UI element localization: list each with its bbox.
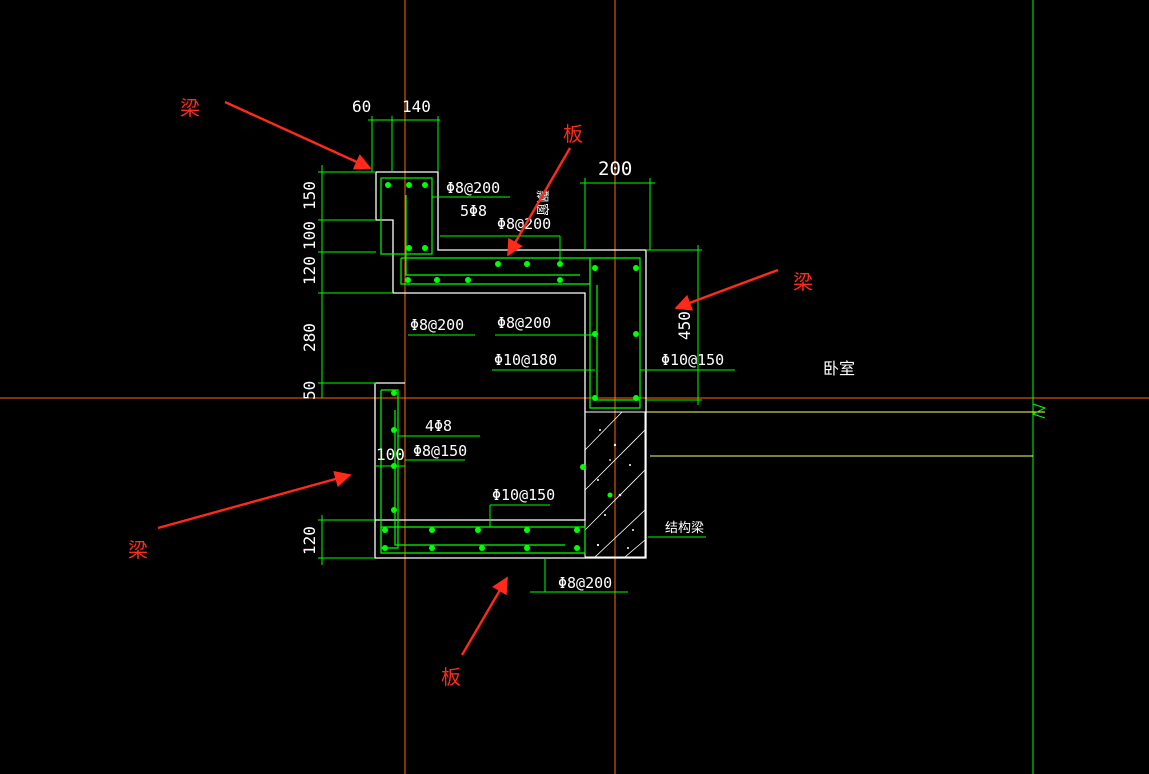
dim-right-450: 450 bbox=[675, 311, 694, 340]
stirrup-bottom-slab bbox=[380, 526, 586, 554]
dim-left-100: 100 bbox=[300, 221, 319, 250]
dim-left-50: 50 bbox=[300, 381, 319, 400]
rebar-label-phi10-180: Φ10@180 bbox=[494, 351, 557, 369]
rebar-lines bbox=[380, 177, 641, 554]
bar-top-bend bbox=[405, 195, 580, 276]
label-bay-window: 飘窗 bbox=[534, 190, 550, 216]
bar-bottom-bend bbox=[394, 410, 565, 546]
annotation-slab-bottom: 板 bbox=[441, 665, 461, 689]
concrete-hatch bbox=[584, 411, 646, 558]
arrow-slab-top bbox=[506, 147, 572, 257]
annotation-beam-right: 梁 bbox=[793, 270, 813, 294]
rebar-label-phi8-150: Φ8@150 bbox=[413, 442, 467, 460]
break-symbol bbox=[1031, 403, 1047, 419]
dim-left-120: 120 bbox=[300, 256, 319, 285]
dim-left-280: 280 bbox=[300, 323, 319, 352]
dim-top-140: 140 bbox=[402, 97, 431, 116]
dim-top-200: 200 bbox=[598, 158, 632, 180]
arrow-slab-bottom bbox=[460, 576, 509, 656]
upper-beam-outline bbox=[374, 171, 647, 559]
rebar-label-bottom-phi10: Φ10@150 bbox=[492, 486, 555, 504]
rebar-label-bottom-phi8: Φ8@200 bbox=[558, 574, 612, 592]
annotation-beam-bottom-left: 梁 bbox=[128, 538, 148, 562]
rebar-label-left-slab: Φ8@200 bbox=[410, 316, 464, 334]
dimension-lines bbox=[318, 116, 702, 565]
label-structural-beam: 结构梁 bbox=[665, 521, 704, 536]
rebar-label-top-stirrup: Φ8@200 bbox=[446, 179, 500, 197]
dim-left-150: 150 bbox=[300, 181, 319, 210]
dim-inner-100: 100 bbox=[376, 445, 405, 464]
leader-lines bbox=[398, 196, 735, 593]
rebar-label-top-bars: 5Φ8 bbox=[460, 202, 487, 220]
rebar-label-right-phi10: Φ10@150 bbox=[661, 351, 724, 369]
arrow-beam-bottom-left bbox=[157, 470, 352, 530]
annotation-arrows bbox=[157, 100, 779, 656]
rebar-label-mid-slab: Φ8@200 bbox=[497, 314, 551, 332]
stirrup-right-beam bbox=[589, 257, 641, 409]
rebar-dots bbox=[382, 182, 639, 551]
dim-left-120-bottom: 120 bbox=[300, 526, 319, 555]
bar-right-bend bbox=[596, 285, 640, 401]
annotation-slab-top: 板 bbox=[563, 122, 583, 146]
arrow-beam-top-left bbox=[224, 100, 372, 170]
label-bedroom: 卧室 bbox=[823, 359, 855, 378]
arrow-beam-right bbox=[674, 268, 779, 311]
dim-top-60: 60 bbox=[352, 97, 371, 116]
stirrup-left-beam bbox=[380, 389, 399, 549]
rebar-label-4phi8: 4Φ8 bbox=[425, 417, 452, 435]
rebar-label-slab-top: Φ8@200 bbox=[497, 215, 551, 233]
annotation-beam-top-left: 梁 bbox=[180, 96, 200, 120]
right-boundary bbox=[640, 0, 1047, 774]
